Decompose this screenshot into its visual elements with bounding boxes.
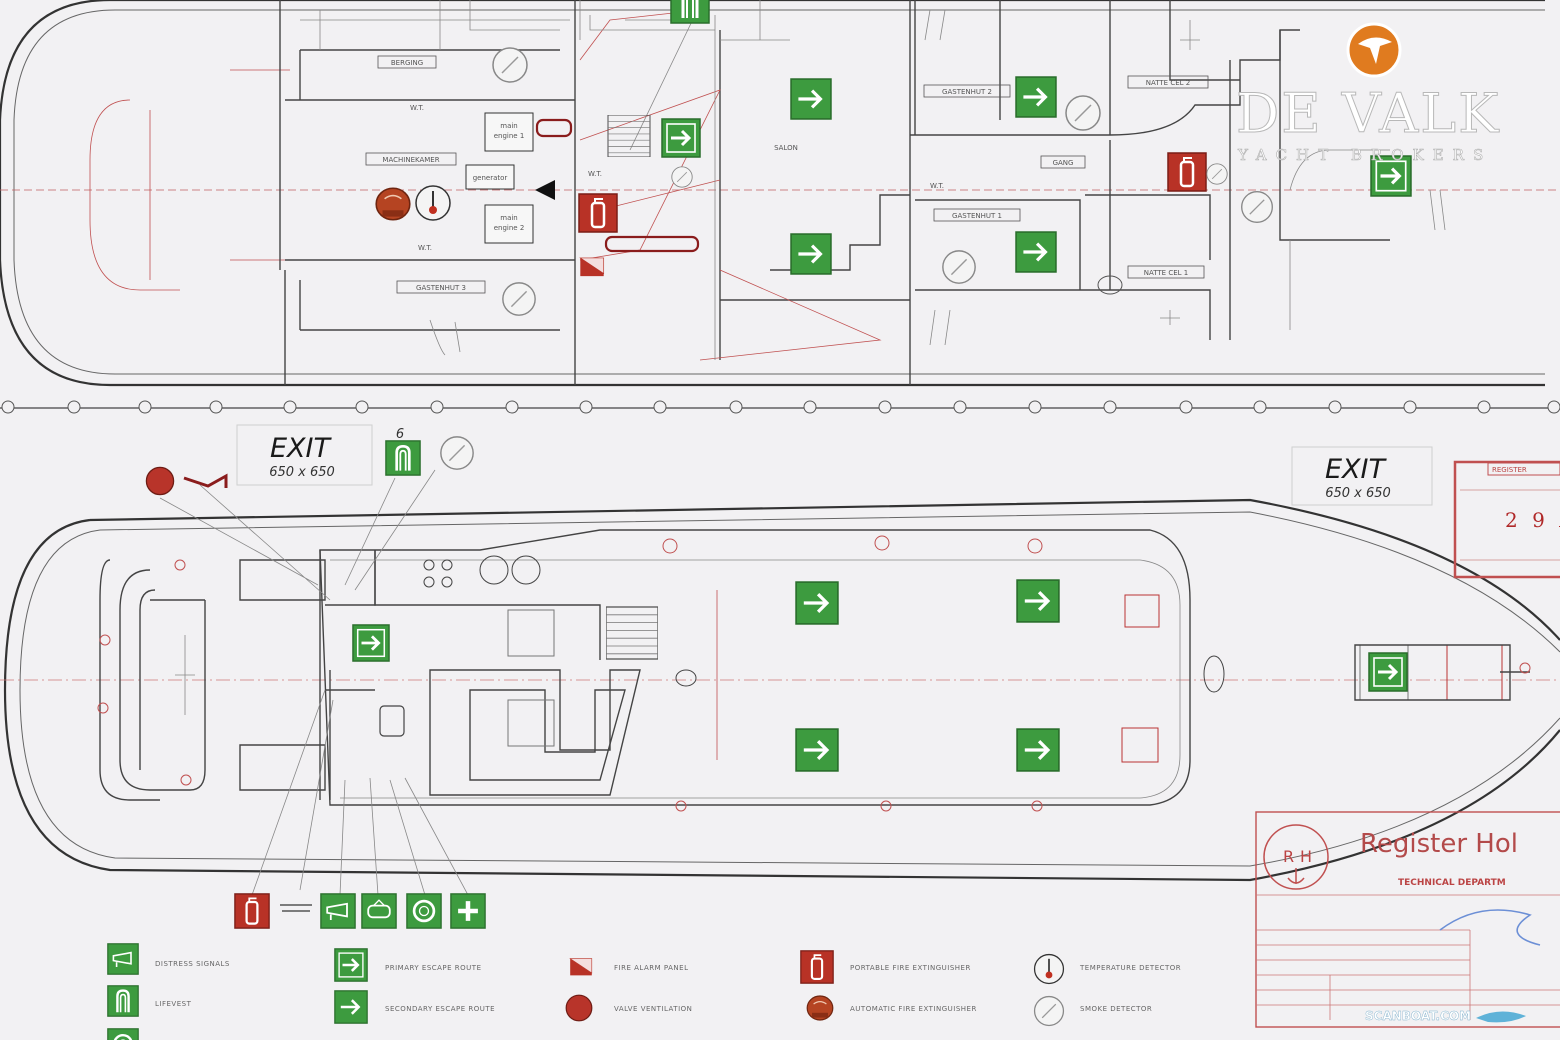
- legend-fire-alarm-panel-icon: [569, 958, 593, 976]
- legend-automatic-fire-extinguisher-icon: [806, 995, 834, 1021]
- legend-lifevest-icon: [107, 985, 139, 1017]
- wt-mark-2: W.T.: [418, 244, 432, 252]
- fire-extinguisher-icon: [234, 893, 270, 929]
- secondary-escape-route-icon: [790, 233, 832, 275]
- wt-mark-1: W.T.: [410, 104, 424, 112]
- fire-alarm-panel-icon: [579, 257, 605, 277]
- frame-station-line: [0, 400, 1560, 414]
- exit-size-1: 650 x 650: [269, 465, 335, 480]
- legend-label-portable-fire-extinguisher: PORTABLE FIRE EXTINGUISHER: [850, 964, 971, 972]
- stamp-subtitle: TECHNICAL DEPARTM: [1398, 878, 1506, 888]
- secondary-escape-route-icon: [1016, 579, 1060, 623]
- smoke-detector-icon: [502, 282, 536, 316]
- stamp-title: Register Hol: [1360, 829, 1518, 859]
- smoke-detector-icon: [671, 166, 693, 188]
- smoke-detector-icon: [1065, 95, 1101, 131]
- engine-2-label-2: engine 2: [494, 224, 525, 232]
- stamp-monogram-r: R: [1283, 847, 1294, 866]
- legend-label-distress-signals: DISTRESS SIGNALS: [155, 960, 230, 968]
- legend-portable-fire-extinguisher-icon: [800, 950, 834, 984]
- legend-label-lifevest: LIFEVEST: [155, 1000, 192, 1008]
- lifevest-icon: [669, 0, 711, 24]
- legend-distress-signals-icon: [107, 943, 139, 975]
- first-aid-icon: [451, 894, 485, 928]
- legend-label-automatic-fire-extinguisher: AUTOMATIC FIRE EXTINGUISHER: [850, 1005, 977, 1013]
- legend-valve-ventilation-icon: [565, 994, 593, 1022]
- wt-mark-4: W.T.: [588, 170, 602, 178]
- secondary-escape-route-icon: [1015, 231, 1057, 273]
- scanboat-watermark-text: SCANBOAT.COM: [1365, 1009, 1471, 1023]
- legend-primary-escape-route-icon: [334, 948, 368, 982]
- legend-label-secondary-escape-route: SECONDARY ESCAPE ROUTE: [385, 1005, 495, 1013]
- smoke-detector-icon: [942, 250, 976, 284]
- secondary-escape-route-icon: [790, 78, 832, 120]
- primary-escape-route-icon: [352, 624, 390, 662]
- wt-mark-3: W.T.: [930, 182, 944, 190]
- legend: DISTRESS SIGNALS LIFEVEST PRIMARY ESCAPE…: [107, 943, 1181, 1040]
- lifevest-count: 6: [396, 427, 404, 442]
- room-label-natte-cel-1: NATTE CEL 1: [1144, 269, 1188, 277]
- room-label-salon: SALON: [774, 144, 798, 152]
- secondary-escape-route-icon: [1015, 76, 1057, 118]
- legend-label-primary-escape-route: PRIMARY ESCAPE ROUTE: [385, 964, 482, 972]
- smoke-detector-icon: [1206, 163, 1228, 185]
- legend-secondary-escape-route-icon: [334, 990, 368, 1024]
- room-label-gastenhut-1: GASTENHUT 1: [952, 212, 1002, 220]
- secondary-escape-route-icon: [795, 581, 839, 625]
- exit-size-2: 650 x 650: [1325, 486, 1391, 501]
- scanboat-wave-icon: [1476, 1011, 1526, 1023]
- smoke-detector-icon: [1241, 191, 1273, 223]
- generator-label: generator: [473, 174, 508, 182]
- primary-escape-route-icon: [1368, 652, 1408, 692]
- scanboat-watermark: SCANBOAT.COM: [1365, 1009, 1526, 1023]
- legend-label-valve-ventilation: VALVE VENTILATION: [614, 1005, 692, 1013]
- brand-name: DE VALK: [1236, 82, 1500, 145]
- legend-label-fire-alarm-panel: FIRE ALARM PANEL: [614, 964, 689, 972]
- room-label-berging: BERGING: [391, 59, 423, 67]
- fire-extinguisher-icon: [1167, 152, 1207, 192]
- brand-tagline: YACHT BROKERS: [1237, 146, 1492, 164]
- legend-lifebuoy-icon: [107, 1028, 139, 1040]
- de-valk-logo: DE VALK YACHT BROKERS: [1236, 22, 1500, 164]
- exit-label-1: EXIT: [270, 433, 333, 464]
- stamp-top-label: REGISTER: [1492, 466, 1527, 474]
- engine-1-label: main: [500, 122, 518, 130]
- distress-signals-icon: [320, 893, 356, 929]
- exit-label-2: EXIT: [1325, 454, 1388, 485]
- stamp-monogram-h: H: [1300, 847, 1312, 866]
- smoke-detector-icon: [492, 47, 528, 83]
- fire-extinguisher-icon: [578, 193, 618, 233]
- legend-temperature-detector-icon: [1033, 953, 1065, 985]
- legend-label-temperature-detector: TEMPERATURE DETECTOR: [1079, 964, 1181, 972]
- room-label-gastenhut-3: GASTENHUT 3: [416, 284, 466, 292]
- temperature-detector-icon: [415, 185, 451, 221]
- room-label-gastenhut-2: GASTENHUT 2: [942, 88, 992, 96]
- lifebuoy-icon: [406, 893, 442, 929]
- register-stamp: REGISTER 2 9 AN R H Register Hol TECHNIC…: [1255, 460, 1560, 1028]
- secondary-escape-route-icon: [795, 728, 839, 772]
- smoke-detector-icon: [440, 436, 474, 470]
- engine-1-label-2: engine 1: [494, 132, 525, 140]
- room-label-gang: GANG: [1053, 159, 1074, 167]
- main-deck-plan: 6 EXIT 650 x 650 EXIT 650 x 650: [0, 424, 1560, 929]
- stamp-date: 2 9 AN: [1505, 508, 1560, 532]
- secondary-escape-route-icon: [1016, 728, 1060, 772]
- legend-label-smoke-detector: SMOKE DETECTOR: [1080, 1005, 1152, 1013]
- automatic-fire-extinguisher-icon: [375, 187, 411, 221]
- room-label-natte-cel-2: NATTE CEL 2: [1146, 79, 1190, 87]
- lower-deck-plan: BERGING MACHINEKAMER GASTENHUT 3 GASTENH…: [0, 0, 1560, 387]
- lifevest-icon: [384, 440, 422, 476]
- primary-escape-route-icon: [661, 118, 701, 158]
- liferaft-icon: [361, 893, 397, 929]
- legend-smoke-detector-icon: [1033, 995, 1065, 1027]
- room-label-machinekamer: MACHINEKAMER: [382, 156, 439, 164]
- valve-ventilation-icon: [145, 466, 175, 496]
- engine-2-label: main: [500, 214, 518, 222]
